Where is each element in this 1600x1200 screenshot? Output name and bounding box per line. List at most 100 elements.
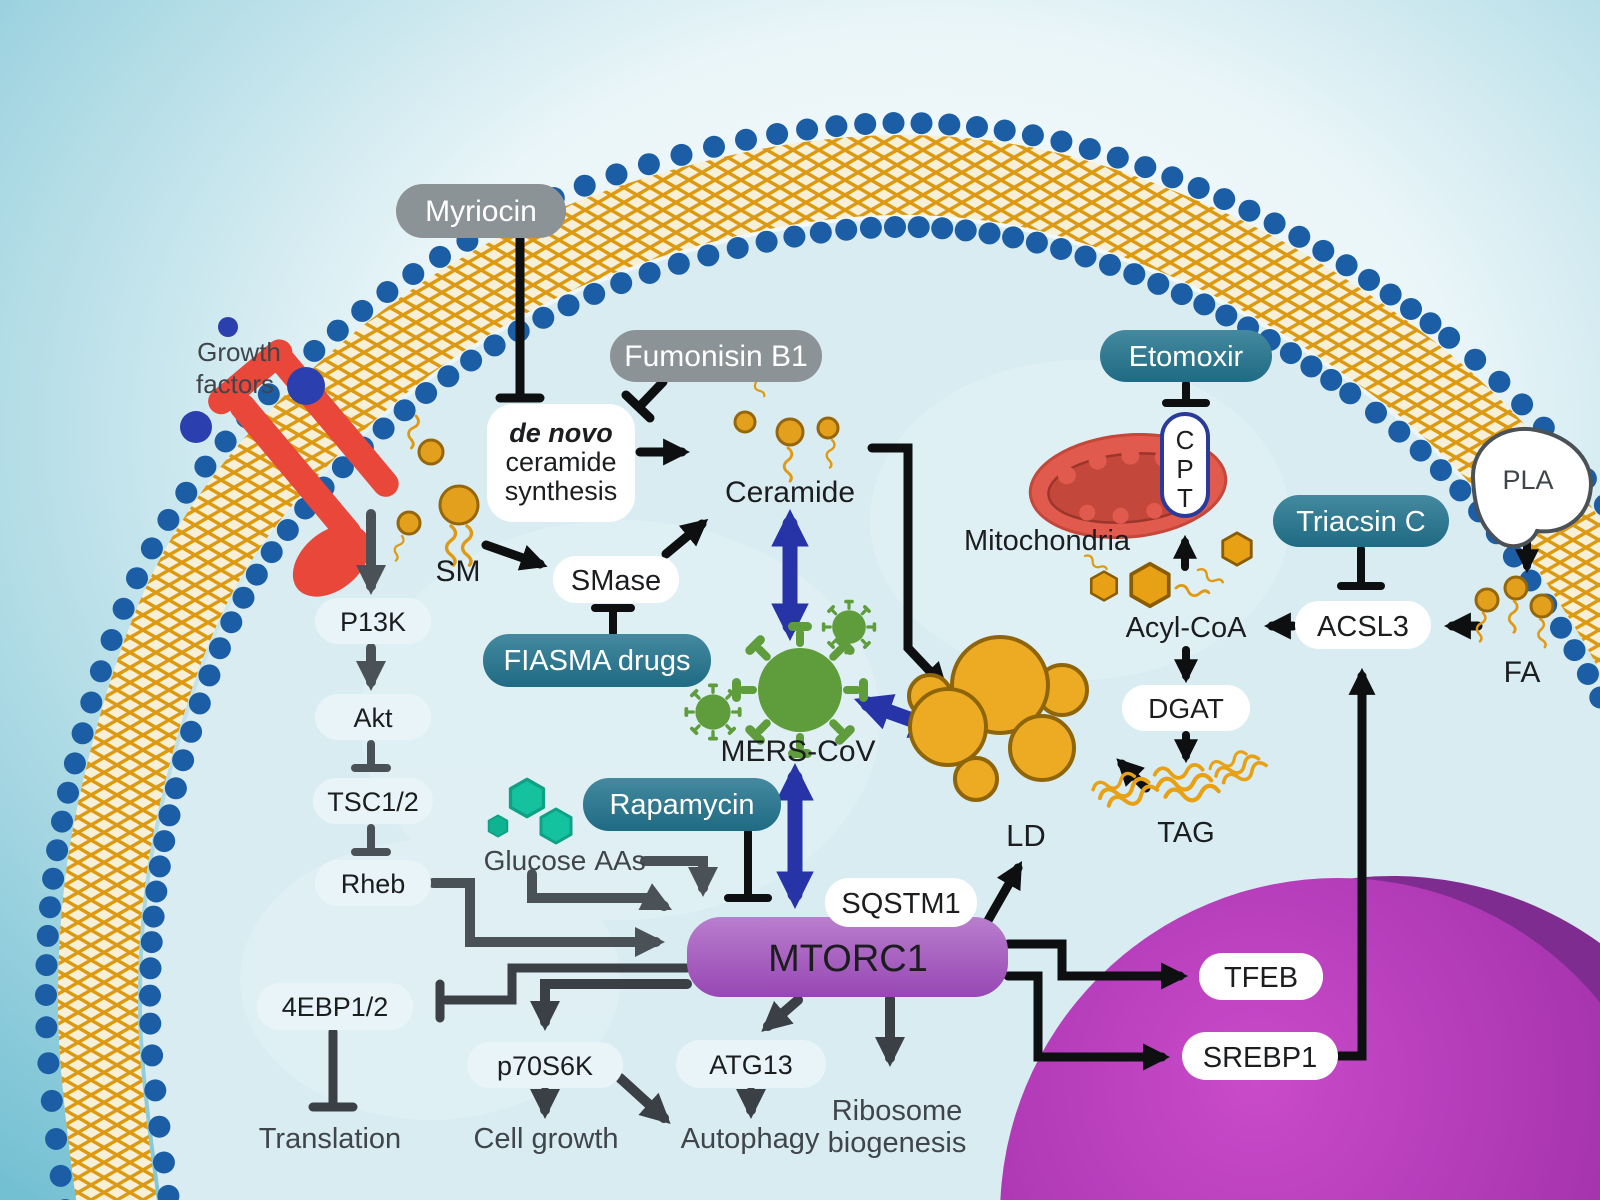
pla-label: PLA [1502, 465, 1553, 495]
ceramide-lipid-icons [733, 371, 840, 483]
ribosome-label-1: Ribosome [832, 1095, 963, 1127]
node-cpt: C P T [1160, 412, 1210, 518]
arrow-glucose-to-mtorc1 [527, 869, 673, 911]
dgat-label: DGAT [1148, 693, 1224, 724]
p13k-label: P13K [340, 607, 406, 637]
arrow-aas-to-mtorc1 [640, 856, 718, 897]
pill-fiasma: FIASMA drugs [483, 634, 711, 687]
acyl-coa-label: Acyl-CoA [1126, 612, 1248, 644]
growth-factors-label-1: Growth [197, 337, 281, 367]
node-mtorc1: MTORC1 [687, 917, 1008, 997]
node-rheb: Rheb [315, 860, 431, 906]
node-tsc12: TSC1/2 [313, 778, 433, 824]
mitochondria-label: Mitochondria [964, 525, 1131, 557]
cpt-label-p: P [1176, 454, 1193, 484]
arrow-rheb-to-mtorc1 [428, 878, 665, 957]
smase-label: SMase [571, 565, 661, 597]
4ebp-label: 4EBP1/2 [282, 992, 389, 1022]
srebp1-label: SREBP1 [1203, 1042, 1317, 1074]
denovo-label-1: de novo [509, 418, 613, 448]
pill-fumonisin: Fumonisin B1 [610, 330, 822, 382]
inhibition-etomoxir-cpt [1162, 380, 1210, 407]
membrane-beads [35, 112, 1600, 1200]
sm-label: SM [436, 555, 481, 588]
node-dgat: DGAT [1122, 685, 1250, 731]
arrow-mtorc1-to-p70s6k [530, 979, 692, 1031]
arrow-ceramide-to-ld [867, 443, 948, 690]
sqstm1-label: SQSTM1 [841, 888, 960, 920]
inhibition-4ebp-translation [308, 1027, 358, 1112]
tsc12-label: TSC1/2 [327, 787, 419, 817]
translation-label: Translation [259, 1123, 401, 1155]
inhibition-tsc-rheb [351, 824, 391, 856]
sm-lipid-icons [390, 413, 480, 567]
node-sqstm1: SQSTM1 [825, 878, 977, 927]
inhibition-fiasma-smase [591, 604, 635, 637]
arrow-mtorc1-to-atg13 [761, 995, 803, 1032]
cpt-label-t: T [1177, 483, 1193, 513]
node-srebp1: SREBP1 [1182, 1032, 1338, 1080]
ceramide-label: Ceramide [725, 476, 855, 509]
fumonisin-label: Fumonisin B1 [624, 340, 807, 373]
inhibition-fumonisin [621, 377, 668, 423]
rapamycin-label: Rapamycin [609, 789, 754, 821]
inhibition-myriocin [495, 233, 545, 403]
autophagy-label: Autophagy [681, 1123, 820, 1155]
arrow-srebp1-to-acsl3 [1333, 667, 1376, 1061]
node-smase: SMase [553, 556, 679, 603]
node-p13k: P13K [315, 598, 431, 644]
ld-label: LD [1006, 818, 1046, 853]
pill-etomoxir: Etomoxir [1100, 330, 1272, 382]
fa-label: FA [1504, 656, 1541, 689]
arrow-sqstm1-to-ld [981, 860, 1023, 929]
pla-enzyme: PLA [1470, 426, 1593, 549]
mtorc1-label: MTORC1 [768, 938, 928, 980]
arrow-sm-to-smase [481, 540, 548, 571]
inhibition-akt-tsc [351, 740, 391, 772]
atg13-label: ATG13 [709, 1050, 793, 1080]
denovo-label-3: synthesis [505, 476, 618, 506]
fa-icons [1473, 575, 1555, 649]
cell-growth-label: Cell growth [473, 1123, 618, 1155]
growth-factor-ligand-icons [180, 317, 325, 443]
arrow-p70s6k-to-autophagy [615, 1073, 671, 1125]
etomoxir-label: Etomoxir [1129, 341, 1244, 373]
triacsin-label: Triacsin C [1296, 506, 1425, 538]
arrow-mtorc1-to-srebp1 [1003, 971, 1171, 1071]
merscov-virion-small-left [684, 683, 742, 741]
pill-triacsin: Triacsin C [1273, 495, 1449, 547]
merscov-virion-small-right [821, 599, 877, 655]
rheb-label: Rheb [341, 869, 406, 899]
pill-rapamycin: Rapamycin [583, 778, 781, 831]
aas-label: AAs [594, 845, 645, 876]
node-tfeb: TFEB [1199, 953, 1323, 1000]
tag-label: TAG [1157, 817, 1214, 849]
node-pills: Myriocin Fumonisin B1 de novo ceramide s… [196, 184, 1540, 1159]
node-4ebp: 4EBP1/2 [257, 983, 413, 1030]
arrow-mtorc1-to-tfeb [1003, 939, 1189, 990]
lipid-droplet-icons [907, 635, 1089, 802]
cpt-label-c: C [1176, 425, 1195, 455]
growth-factors-label-2: factors [196, 369, 274, 399]
merscov-label: MERS-CoV [720, 735, 875, 768]
p70s6k-label: p70S6K [497, 1051, 593, 1081]
inhibition-triacsin-acsl3 [1337, 545, 1385, 590]
inhibition-mtorc1-4ebp [435, 963, 692, 1023]
ribosome-label-2: biogenesis [828, 1127, 967, 1159]
node-akt: Akt [315, 694, 431, 740]
myriocin-label: Myriocin [425, 195, 537, 228]
inhibition-rapamycin-mtorc1 [724, 828, 772, 902]
fiasma-label: FIASMA drugs [504, 645, 691, 677]
akt-label: Akt [353, 703, 393, 733]
acsl3-label: ACSL3 [1317, 611, 1409, 643]
node-atg13: ATG13 [676, 1040, 826, 1088]
arrow-smase-to-ceramide [661, 518, 709, 559]
node-acsl3: ACSL3 [1295, 601, 1431, 649]
tfeb-label: TFEB [1224, 962, 1298, 994]
glucose-label: Glucose [484, 845, 587, 876]
node-denovo: de novo ceramide synthesis [487, 404, 635, 522]
denovo-label-2: ceramide [505, 447, 616, 477]
pill-myriocin: Myriocin [396, 184, 566, 238]
